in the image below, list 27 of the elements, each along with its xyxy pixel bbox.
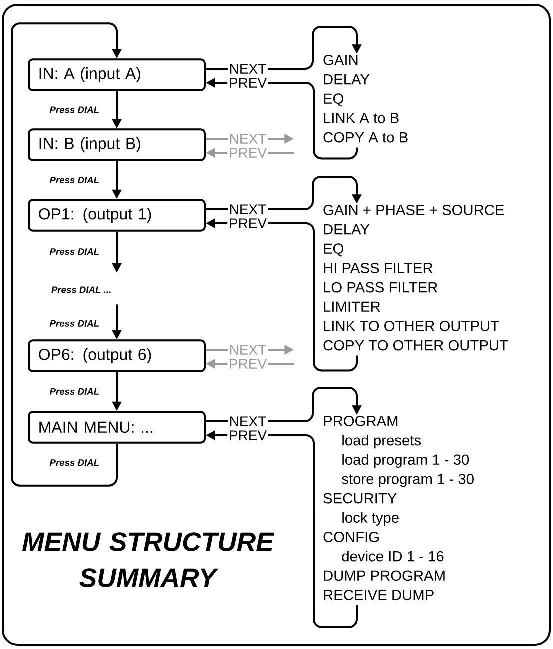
edge-label: NEXT bbox=[228, 62, 268, 76]
edge-label: NEXT bbox=[228, 203, 268, 216]
arrow bbox=[11, 22, 122, 487]
note-label: Press DIAL ... bbox=[52, 286, 111, 294]
menu-box: MAIN MENU: ... bbox=[28, 411, 206, 444]
title: MENU STRUCTURE SUMMARY bbox=[22, 532, 275, 588]
edge-label: Press DIAL bbox=[50, 388, 99, 395]
edge-label: PREV bbox=[228, 217, 268, 230]
edge-label: PREV bbox=[228, 76, 268, 90]
menu-box: IN: B (input B) bbox=[28, 128, 206, 162]
edge-label: Press DIAL bbox=[50, 460, 99, 466]
edge-label: PREV bbox=[228, 146, 268, 160]
edge-label: NEXT bbox=[228, 344, 268, 356]
edge-label: PREV bbox=[228, 429, 268, 442]
edge-label: NEXT bbox=[228, 415, 268, 428]
edge-label: Press DIAL bbox=[50, 106, 99, 114]
edge-label: Press DIAL bbox=[50, 320, 99, 327]
menu-box: IN: A (input A) bbox=[28, 58, 206, 92]
edge-label: NEXT bbox=[228, 132, 268, 146]
menu-list: GAIN DELAY EQ LINK A to B COPY A to B bbox=[324, 55, 408, 143]
menu-list: PROGRAM load presets load program 1 - 30 store program 1 - 30 SECURITY lock type CONFIG device ID 1 - 16 DUMP PROGRAM RECEIVE DUMP bbox=[324, 416, 474, 600]
menu-box: OP6: (output 6) bbox=[28, 340, 206, 372]
edge-label: Press DIAL bbox=[50, 177, 99, 184]
menu-box: OP1: (output 1) bbox=[28, 199, 206, 232]
edge-label: PREV bbox=[228, 358, 268, 370]
menu-list: GAIN + PHASE + SOURCE DELAY EQ HI PASS FILTER LO PASS FILTER LIMITER LINK TO OTHER OUTPUT COPY TO OTHER OUTPUT bbox=[324, 205, 508, 351]
edge-label: Press DIAL bbox=[50, 248, 99, 256]
